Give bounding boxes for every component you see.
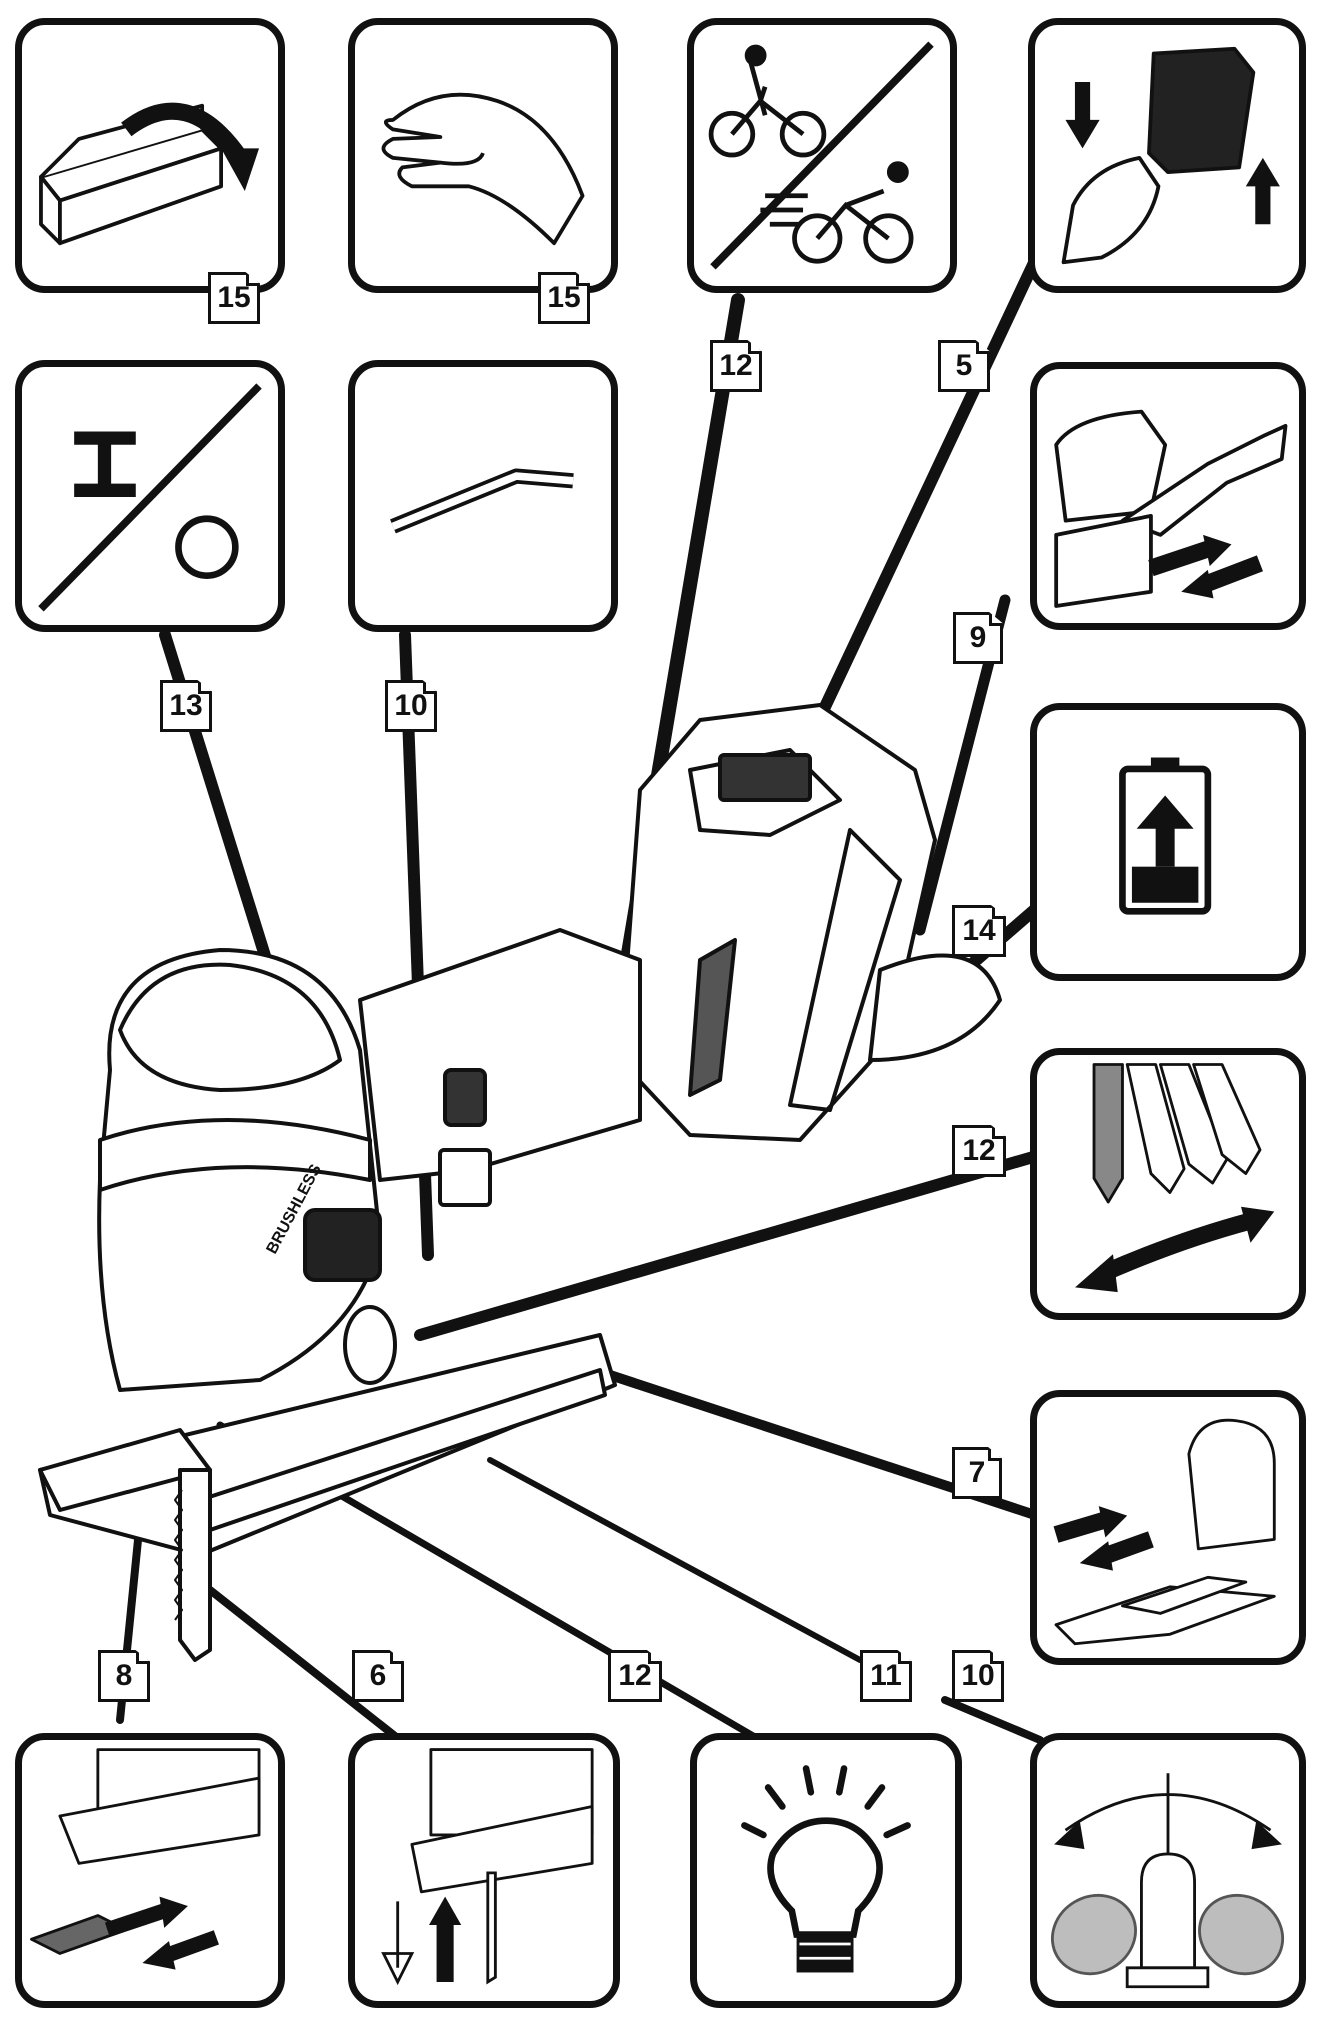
panel-unpack [15, 18, 285, 293]
saw-blade [178, 1468, 212, 1662]
hex-key-icon [390, 468, 574, 534]
label-plate [438, 1148, 492, 1207]
ref-label-speed: 12 [710, 340, 762, 392]
ref-label-bevel-b: 10 [952, 1650, 1004, 1702]
on-off-switch [303, 1208, 382, 1282]
panel-blade [348, 1733, 620, 2008]
dust-extraction-icon [1054, 409, 1288, 608]
ref-label-hexkey: 10 [385, 680, 437, 732]
panel-guard [15, 1733, 285, 2008]
battery-insert-icon [1061, 46, 1280, 265]
ref-label-guard: 8 [98, 1650, 150, 1702]
battery-grip [718, 753, 812, 802]
ref-label-dust: 9 [953, 612, 1003, 664]
ref-label-blade: 6 [352, 1650, 404, 1702]
leader-line-battery [794, 244, 1046, 766]
panel-onoff [15, 360, 285, 632]
ref-label-onoff: 13 [160, 680, 212, 732]
panel-speed [687, 18, 957, 293]
hand-glove-icon [381, 92, 585, 246]
ref-label-bevel-a: 11 [860, 1650, 912, 1702]
base-shoe-icon [1053, 1418, 1276, 1646]
power-on-off-icon [38, 383, 262, 612]
speed-dial [443, 1068, 487, 1127]
pendulum-knob [343, 1305, 397, 1385]
leader-line-pendulum [414, 1149, 1046, 1341]
work-light-icon [741, 1765, 911, 1973]
panel-hexkey [348, 360, 618, 632]
ref-label-gloves: 15 [538, 272, 590, 324]
leader-line-bevel-b [941, 1696, 1044, 1744]
ref-label-unpack: 15 [208, 272, 260, 324]
battery-charge-icon [1119, 757, 1212, 915]
battery-side-rail [788, 828, 902, 1112]
bicycle-speed-icon [708, 41, 934, 270]
dust-port [868, 953, 1002, 1062]
panel-battery-lock [1028, 18, 1306, 293]
leader-line-bevel-a [487, 1457, 863, 1663]
panel-light [690, 1733, 962, 2008]
ref-label-battery-lock: 5 [938, 340, 990, 392]
blade-change-icon [381, 1748, 594, 1986]
front-cap [118, 962, 342, 1092]
panel-bevel [1030, 1733, 1306, 2008]
panel-charge [1030, 703, 1306, 981]
ref-label-light: 12 [608, 1650, 662, 1702]
panel-dust [1030, 362, 1306, 630]
bevel-tilt-icon [1050, 1773, 1285, 1989]
front-band [98, 1118, 372, 1192]
battery-vent [688, 938, 737, 1097]
box-open-arrow-icon [39, 102, 260, 246]
pendulum-stroke-icon [1075, 1063, 1275, 1293]
blade-guard-icon [30, 1748, 261, 1970]
leader-line-blade [206, 1586, 404, 1744]
ref-label-charge: 14 [952, 905, 1006, 957]
panel-pendulum [1030, 1048, 1306, 1320]
ref-label-shoe: 7 [952, 1447, 1002, 1499]
ref-label-pendulum: 12 [952, 1125, 1006, 1177]
panel-shoe [1030, 1390, 1306, 1665]
motor-housing [358, 928, 642, 1182]
panel-gloves [348, 18, 618, 293]
